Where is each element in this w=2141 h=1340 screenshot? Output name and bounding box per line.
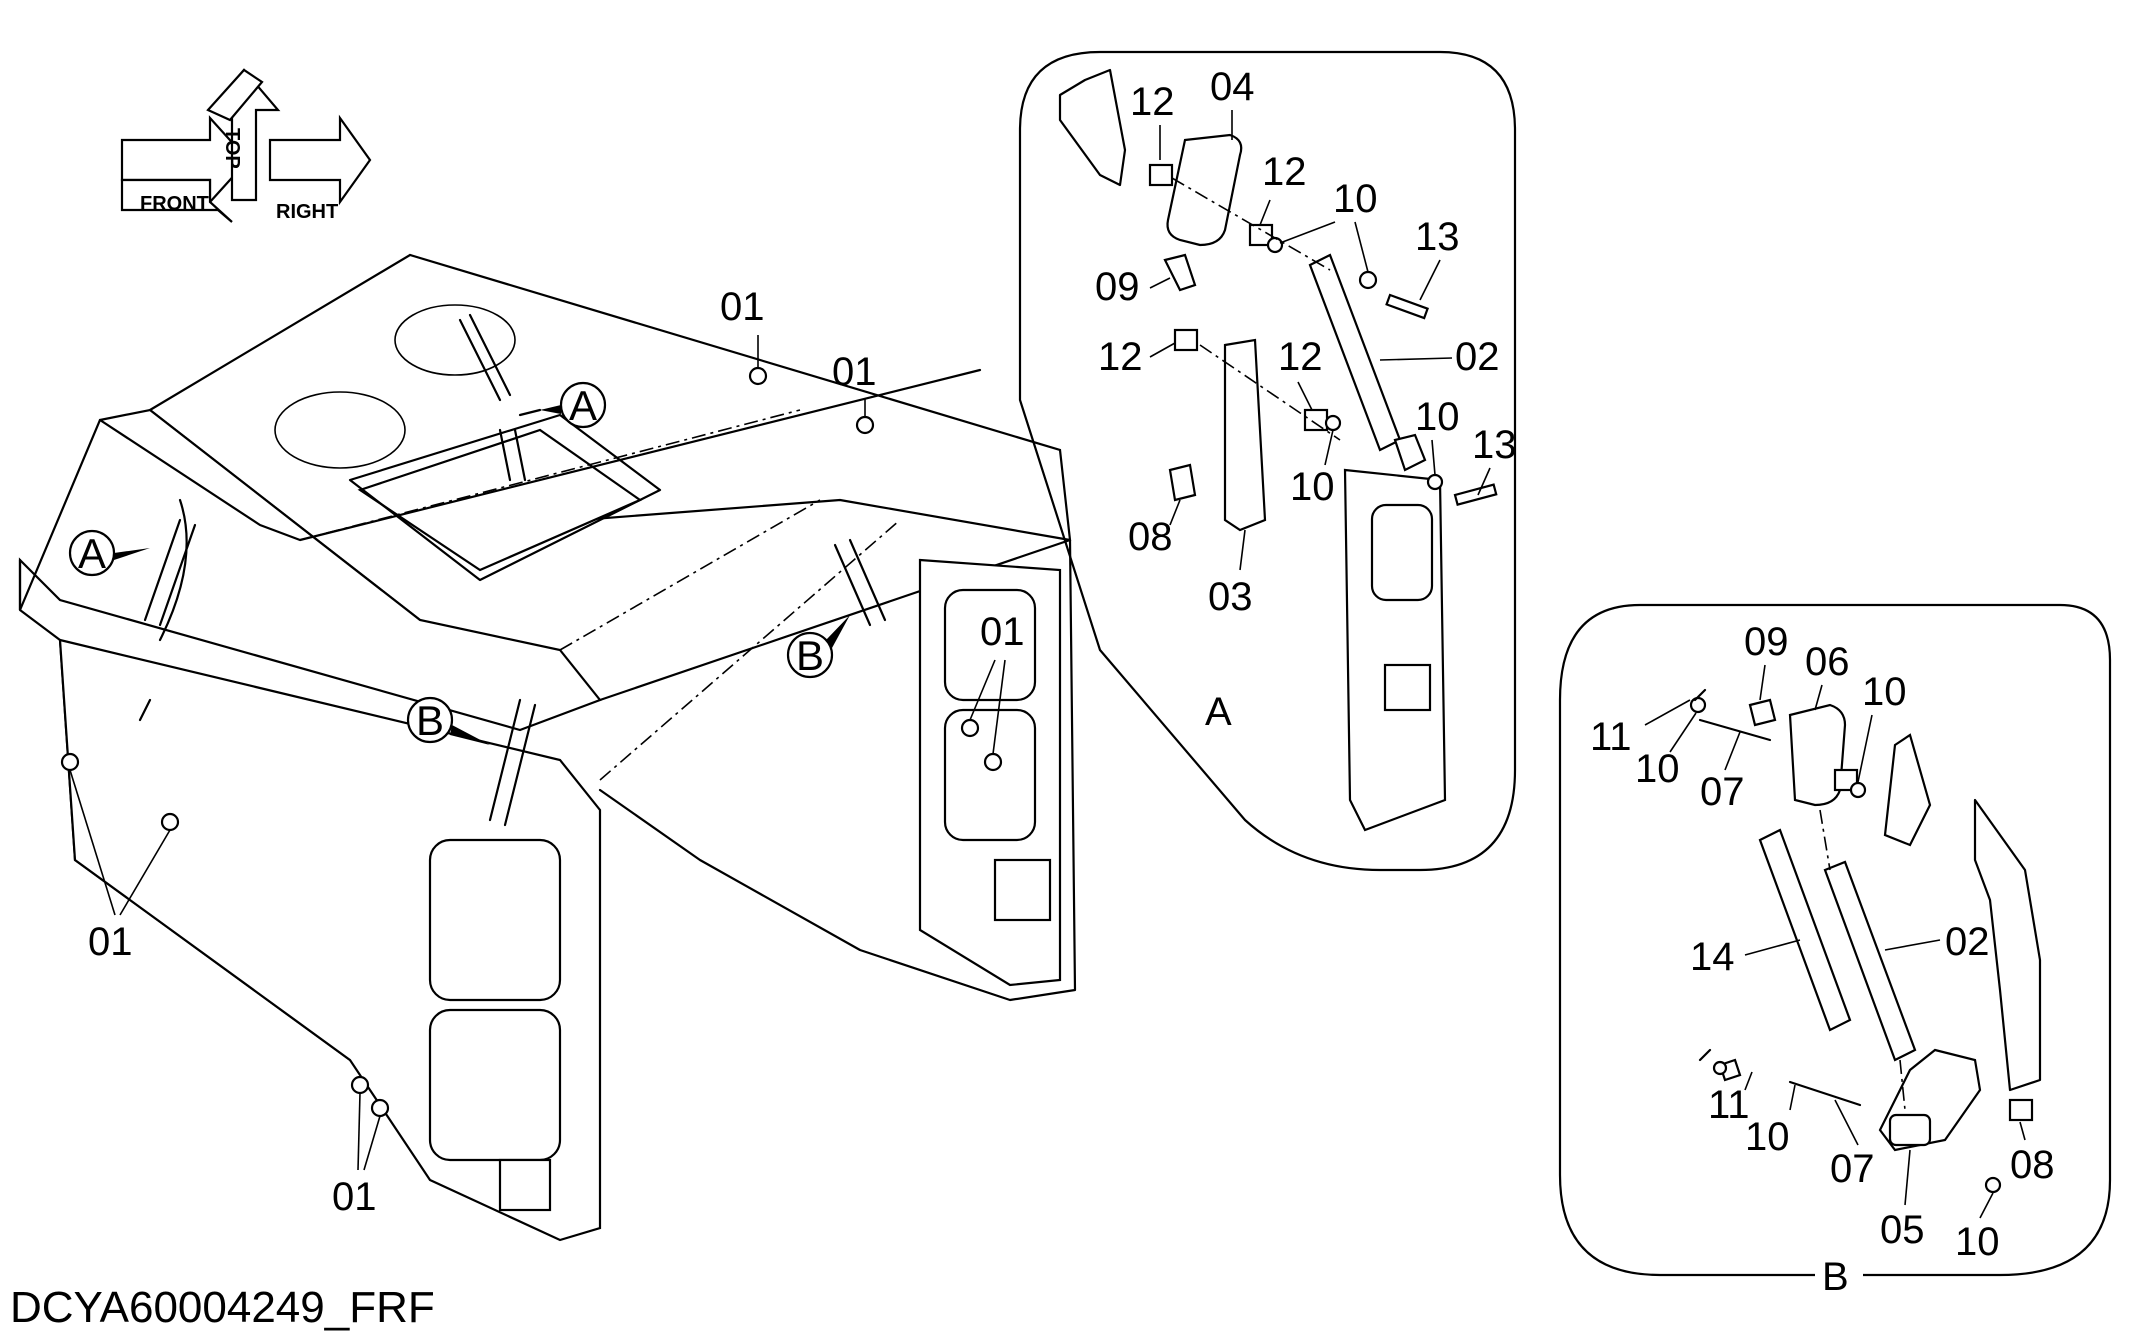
b-part-07-top: 07 <box>1700 770 1745 814</box>
a-part-02: 02 <box>1455 335 1500 379</box>
callout-a-top: A <box>518 381 607 429</box>
b-part-06: 06 <box>1805 640 1850 684</box>
a-part-13-top: 13 <box>1415 215 1460 259</box>
nut-12a <box>1148 163 1174 187</box>
a-part-13-right: 13 <box>1472 423 1517 467</box>
a-part-12-mid: 12 <box>1262 150 1307 194</box>
a-part-04: 04 <box>1210 65 1255 109</box>
b-part-10-bottom-right: 10 <box>1955 1220 2000 1264</box>
part-label-01-right: 01 <box>832 350 877 394</box>
part-label-01-bottom: 01 <box>332 1175 377 1219</box>
detail-b-title: B <box>1822 1255 1849 1299</box>
a-part-03: 03 <box>1208 575 1253 619</box>
a-part-10-bottom: 10 <box>1290 465 1335 509</box>
a-part-10-top: 10 <box>1333 177 1378 221</box>
a-part-12-right: 12 <box>1278 335 1323 379</box>
nut-12d <box>1303 408 1329 432</box>
b-part-11-bottom: 11 <box>1708 1083 1750 1127</box>
a-part-10-right: 10 <box>1415 395 1460 439</box>
b-part-10-bottom-left: 10 <box>1745 1115 1790 1159</box>
part-label-01-left: 01 <box>88 920 133 964</box>
part-label-01-door: 01 <box>980 610 1025 654</box>
a-part-09: 09 <box>1095 265 1140 309</box>
callout-a-left-label: A <box>78 530 106 577</box>
callout-a-top-label: A <box>569 382 597 429</box>
callout-b-left-label: B <box>416 697 444 744</box>
b-part-02: 02 <box>1945 920 1990 964</box>
orientation-indicator: FRONT TOP RIGHT <box>120 68 372 223</box>
orientation-top-label: TOP <box>221 128 243 169</box>
a-part-12-left: 12 <box>1098 335 1143 379</box>
b-part-07-bottom: 07 <box>1830 1147 1875 1191</box>
part-label-01-top: 01 <box>720 285 765 329</box>
b-part-11-top: 11 <box>1590 715 1632 759</box>
document-id: DCYA60004249_FRF <box>10 1283 435 1332</box>
callout-b-left: B <box>406 696 490 745</box>
callout-a-left: A <box>68 529 150 577</box>
b-part-14: 14 <box>1690 935 1735 979</box>
orientation-front-label: FRONT <box>140 193 209 215</box>
a-part-12-top: 12 <box>1130 80 1175 124</box>
nut-12b <box>1248 223 1274 247</box>
a-part-08: 08 <box>1128 515 1173 559</box>
b-part-10-top: 10 <box>1862 670 1907 714</box>
orientation-right-label: RIGHT <box>276 201 338 223</box>
nut-12c <box>1173 328 1199 352</box>
b-part-05: 05 <box>1880 1208 1925 1252</box>
cab-assembly <box>18 253 1077 1242</box>
b-part-10-left: 10 <box>1635 747 1680 791</box>
callout-b-right-label: B <box>796 632 824 679</box>
main-part-labels: 01 01 01 01 01 <box>69 285 1025 1219</box>
detail-b: 09 06 10 11 10 07 14 02 11 10 07 08 05 1… <box>1558 603 2112 1299</box>
detail-a: 12 04 12 10 13 09 12 12 02 10 13 08 10 0… <box>1018 50 1517 872</box>
detail-a-title: A <box>1205 690 1232 734</box>
callout-b-right: B <box>786 615 850 679</box>
b-part-08: 08 <box>2010 1143 2055 1187</box>
b-part-09: 09 <box>1744 620 1789 664</box>
